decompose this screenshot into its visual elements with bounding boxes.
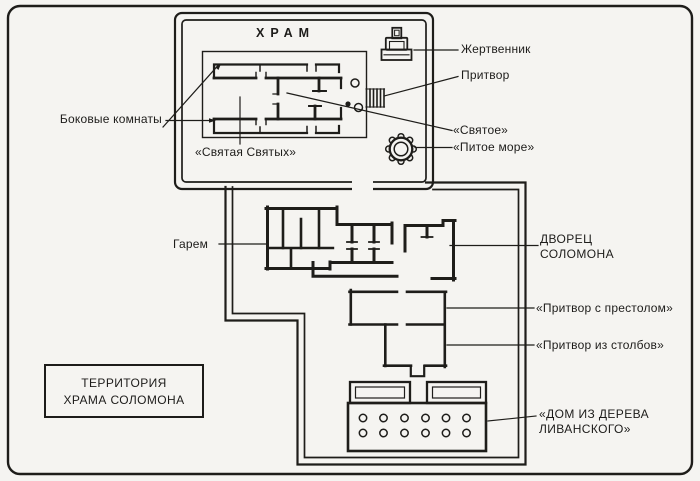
lebanon-house-plan xyxy=(346,380,488,453)
label-palace-line2: СОЛОМОНА xyxy=(540,247,615,261)
palace-plan xyxy=(264,205,457,282)
label-porch: Притвор xyxy=(461,68,510,82)
entrance-dot xyxy=(345,101,351,107)
throne-portico-plan xyxy=(348,288,448,369)
label-harem: Гарем xyxy=(173,237,209,251)
temple-plan xyxy=(201,50,386,139)
temple-courtyard-wall xyxy=(173,11,435,191)
label-throne-portico: «Притвор с престолом» xyxy=(536,301,673,315)
leader-lines xyxy=(162,49,539,422)
leader-pritvor xyxy=(383,75,459,97)
label-palace: ДВОРЕЦ СОЛОМОНА xyxy=(540,232,614,262)
outer-border xyxy=(6,4,694,476)
label-holy-of-holies: «Святая Святых» xyxy=(195,145,297,159)
altar-icon xyxy=(380,26,413,61)
territory-title-box: ТЕРРИТОРИЯ ХРАМА СОЛОМОНА xyxy=(44,364,204,418)
leader-svyatoe xyxy=(286,92,453,132)
label-molten-sea: «Питое море» xyxy=(453,140,535,154)
territory-title-line1: ТЕРРИТОРИЯ xyxy=(81,375,167,390)
arrowhead-1 xyxy=(209,118,216,123)
label-lebanon-house-line2: ЛИВАНСКОГО» xyxy=(539,422,631,436)
leader-dom xyxy=(487,415,537,422)
arrowhead-2 xyxy=(215,64,221,70)
territory-title-line2: ХРАМА СОЛОМОНА xyxy=(63,392,185,407)
label-palace-line1: ДВОРЕЦ xyxy=(540,232,593,246)
label-side-rooms: Боковые комнаты xyxy=(59,112,162,126)
label-temple: ХРАМ xyxy=(256,26,316,40)
territory-wall xyxy=(224,181,527,466)
pillar-circle-top xyxy=(350,78,360,88)
label-pillars-portico: «Притвор из столбов» xyxy=(536,338,665,352)
molten-sea-icon xyxy=(384,132,418,166)
label-holy-place: «Святое» xyxy=(453,123,509,137)
label-altar: Жертвенник xyxy=(461,42,531,56)
label-lebanon-house: «ДОМ ИЗ ДЕРЕВА ЛИВАНСКОГО» xyxy=(539,407,649,437)
pillars-portico-plan xyxy=(382,323,448,378)
side-chambers-bottom xyxy=(212,117,341,135)
side-chambers-top xyxy=(212,63,341,80)
porch-hatch xyxy=(365,88,386,108)
leader-bokovye-2 xyxy=(162,64,219,128)
label-lebanon-house-line1: «ДОМ ИЗ ДЕРЕВА xyxy=(539,407,650,421)
column-circles xyxy=(358,413,471,438)
courtyard-gate-gap xyxy=(352,175,373,192)
pillar-circle-bottom xyxy=(353,102,364,113)
